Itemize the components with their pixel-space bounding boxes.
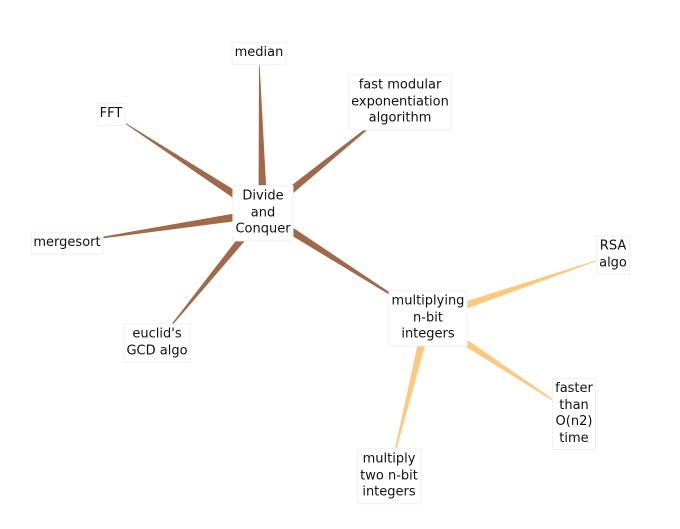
node-divide-and-conquer: Divide and Conquer: [232, 185, 294, 241]
edge-multiplying-to-multiply_two: [389, 316, 433, 476]
edge-group: [67, 53, 613, 476]
node-mergesort: mergesort: [30, 231, 104, 255]
node-euclids-gcd-algo: euclid's GCD algo: [123, 323, 191, 363]
node-fft: FFT: [96, 102, 126, 126]
edge-divide-to-mergesort: [67, 208, 264, 243]
edge-multiplying-to-rsa: [426, 255, 613, 323]
node-median: median: [231, 41, 287, 65]
edge-divide-to-fft: [111, 114, 266, 217]
edge-divide-to-fast_modexp: [260, 102, 400, 217]
node-faster-than-on2-time: faster than O(n2) time: [552, 378, 596, 450]
node-multiplying-n-bit-integers: multiplying n-bit integers: [388, 290, 468, 346]
node-fast-modular-exponentiation: fast modular exponentiation algorithm: [348, 74, 452, 130]
edge-divide-to-multiplying: [260, 209, 428, 318]
edge-divide-to-median: [258, 53, 268, 214]
node-rsa-algo: RSA algo: [596, 235, 630, 275]
edge-divide-to-euclid: [157, 210, 267, 343]
node-multiply-two-n-bit-integers: multiply two n-bit integers: [357, 448, 421, 504]
